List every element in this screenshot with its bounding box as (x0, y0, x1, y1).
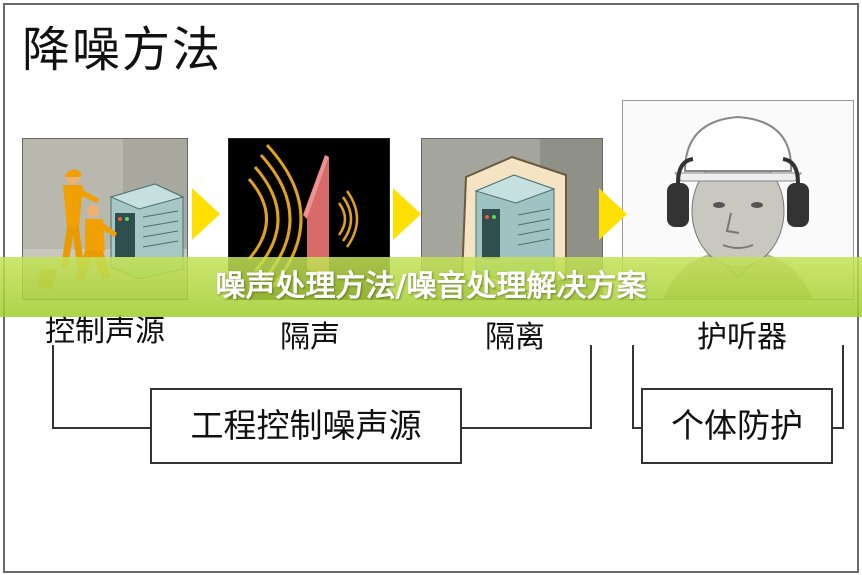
caption-banner: 噪声处理方法/噪音处理解决方案 (0, 257, 862, 317)
arrow-right-icon (192, 188, 220, 240)
arrow-right-icon (393, 188, 421, 240)
engineering-control-box: 工程控制噪声源 (150, 388, 462, 464)
arrow-right-icon (599, 188, 627, 240)
personal-protection-box: 个体防护 (641, 388, 833, 464)
step-label-sound-insulation: 隔声 (280, 320, 340, 355)
step-label-isolation: 隔离 (485, 320, 545, 355)
caption-text: 噪声处理方法/噪音处理解决方案 (215, 269, 647, 304)
step-label-hearing-protector: 护听器 (697, 320, 787, 355)
step-label-source-control: 控制声源 (45, 314, 165, 349)
page-title: 降噪方法 (22, 22, 223, 78)
